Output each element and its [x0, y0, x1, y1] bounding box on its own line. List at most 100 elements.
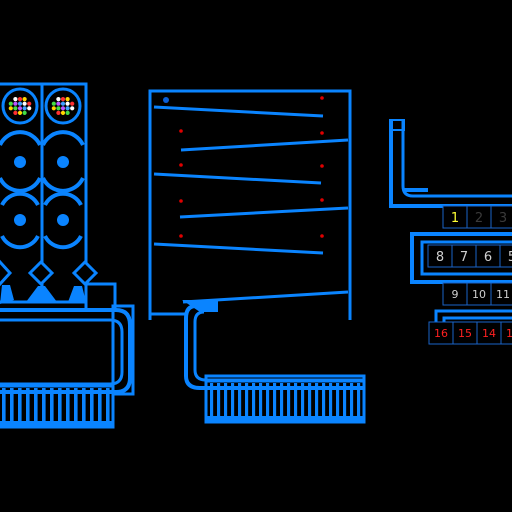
comb-tooth	[82, 388, 86, 421]
comb-tooth	[245, 383, 249, 416]
gate-diamond-2	[27, 259, 55, 287]
comb-tooth	[231, 383, 235, 416]
comb-tooth	[98, 388, 102, 421]
number-label: 16	[434, 327, 448, 340]
comb-tooth	[2, 388, 6, 421]
number-cell[interactable]: 16	[428, 321, 454, 345]
marble	[56, 106, 61, 111]
spinner-wheel-left-upper[interactable]	[0, 130, 42, 193]
comb-tooth	[34, 388, 38, 421]
comb-tooth	[58, 388, 62, 421]
ramp-3	[153, 172, 322, 185]
marble	[27, 101, 32, 106]
number-cell[interactable]: 3	[490, 205, 512, 229]
panel-funnel	[182, 300, 218, 312]
comb-tooth	[315, 383, 319, 416]
comb-tooth	[322, 383, 326, 416]
marble	[17, 97, 23, 102]
marble-cluster	[8, 97, 32, 115]
marble	[70, 101, 75, 106]
number-cell[interactable]: 10	[466, 282, 492, 306]
number-label: 13	[506, 327, 512, 340]
marble	[13, 106, 18, 111]
marble	[17, 106, 23, 111]
marble	[56, 101, 61, 106]
marble	[51, 101, 56, 106]
number-cell[interactable]: 14	[476, 321, 502, 345]
number-cell[interactable]: 1	[442, 205, 468, 229]
comb-tooth	[329, 383, 333, 416]
number-cell[interactable]: 11	[490, 282, 512, 306]
marble	[13, 110, 18, 115]
marble	[13, 101, 18, 106]
number-label: 15	[458, 327, 472, 340]
comb-tooth	[259, 383, 263, 416]
marble	[8, 101, 13, 106]
comb-grate-center	[204, 379, 366, 424]
number-label: 14	[482, 327, 496, 340]
number-cell[interactable]: 7	[451, 244, 477, 268]
spinner-wheel-right-lower[interactable]	[43, 191, 83, 250]
marble	[13, 97, 18, 102]
dispenser-column-right	[40, 82, 88, 304]
marble	[65, 106, 70, 111]
marble	[60, 110, 66, 115]
comb-tooth	[238, 383, 242, 416]
comb-tooth	[10, 388, 14, 421]
gate-diamond-1	[0, 259, 13, 287]
marble	[70, 106, 75, 111]
comb-tooth	[224, 383, 228, 416]
comb-tooth	[343, 383, 347, 416]
red-pegs	[179, 96, 324, 238]
comb-tooth	[308, 383, 312, 416]
comb-tooth	[210, 383, 214, 416]
marble-hopper-right[interactable]	[44, 87, 82, 125]
comb-tooth	[74, 388, 78, 421]
spinner-wheel-right-upper[interactable]	[41, 130, 85, 193]
ramp-1	[153, 105, 324, 118]
funnels	[0, 285, 86, 304]
number-cell[interactable]: 15	[452, 321, 478, 345]
number-cell[interactable]: 6	[475, 244, 501, 268]
marble	[56, 110, 61, 115]
comb-tooth	[252, 383, 256, 416]
comb-tooth	[18, 388, 22, 421]
comb-tooth	[350, 383, 354, 416]
comb-tooth	[217, 383, 221, 416]
marble	[17, 101, 23, 106]
comb-tooth	[42, 388, 46, 421]
pipe-bracket-red	[434, 309, 512, 322]
spinner-wheel-left-lower[interactable]	[0, 191, 40, 250]
comb-tooth	[287, 383, 291, 416]
comb-tooth	[50, 388, 54, 421]
marble	[22, 106, 27, 111]
marble	[60, 97, 66, 102]
number-cell[interactable]: 13	[500, 321, 512, 345]
marble-hopper-left[interactable]	[1, 87, 39, 125]
marble	[60, 101, 66, 106]
comb-tooth	[90, 388, 94, 421]
comb-tooth	[301, 383, 305, 416]
ramp-4	[179, 206, 349, 219]
start-peg	[163, 97, 169, 103]
zigzag-ramp-panel	[148, 89, 352, 320]
number-label: 5	[508, 250, 512, 265]
number-label: 2	[475, 211, 483, 226]
marble	[8, 106, 13, 111]
number-cell[interactable]: 2	[466, 205, 492, 229]
number-label: 3	[499, 211, 507, 226]
number-label: 6	[484, 250, 492, 265]
number-label: 7	[460, 250, 468, 265]
number-cell[interactable]: 9	[442, 282, 468, 306]
comb-grate-left	[0, 384, 115, 429]
number-label: 11	[496, 288, 510, 301]
marble	[22, 110, 27, 115]
marble	[51, 106, 56, 111]
number-cell[interactable]: 8	[427, 244, 453, 268]
comb-tooth	[273, 383, 277, 416]
number-label: 9	[452, 288, 459, 301]
diamond-gates[interactable]	[0, 259, 99, 287]
number-cell[interactable]: 5	[499, 244, 512, 268]
marble-dispenser	[0, 82, 88, 304]
